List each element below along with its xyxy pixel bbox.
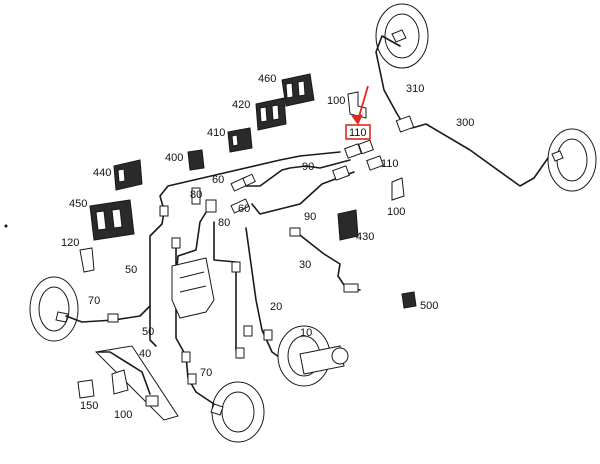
callout-90-lower: 90 (304, 211, 316, 223)
callout-460: 460 (258, 73, 276, 85)
wheel-left (29, 276, 79, 342)
callout-labels: 460 420 410 400 440 450 120 50 70 60 80 … (61, 73, 474, 421)
callout-440: 440 (93, 167, 111, 179)
callout-430: 430 (356, 231, 374, 243)
highlight-110 (345, 85, 371, 140)
callout-40: 40 (139, 348, 151, 360)
callout-30: 30 (299, 259, 311, 271)
callout-400: 400 (165, 152, 183, 164)
callout-420: 420 (232, 99, 250, 111)
brake-booster (277, 325, 349, 387)
callout-150: 150 (80, 400, 98, 412)
callout-120: 120 (61, 237, 79, 249)
callout-70-bottom: 70 (200, 367, 212, 379)
callout-50-lower: 50 (142, 326, 154, 338)
brake-lines (65, 35, 549, 421)
callout-410: 410 (207, 127, 225, 139)
wheel-right (547, 128, 597, 192)
callout-80-upper: 80 (190, 189, 202, 201)
callout-100-mid: 100 (387, 206, 405, 218)
callout-500: 500 (420, 300, 438, 312)
fittings (107, 115, 415, 407)
callout-60-upper: 60 (212, 174, 224, 186)
wheel-top-right (375, 3, 429, 69)
callout-310: 310 (406, 83, 424, 95)
callout-10: 10 (300, 327, 312, 339)
callout-60-lower: 60 (238, 203, 250, 215)
callout-450: 450 (69, 198, 87, 210)
bracket-parts (111, 91, 405, 395)
callout-20: 20 (270, 301, 282, 313)
callout-300: 300 (456, 117, 474, 129)
callout-70-left: 70 (88, 295, 100, 307)
clip-blocks (77, 73, 417, 399)
callout-80-lower: 80 (218, 217, 230, 229)
wheel-bottom (210, 381, 265, 443)
callout-50-upper: 50 (125, 264, 137, 276)
callout-90-upper: 90 (302, 161, 314, 173)
abs-unit (171, 257, 215, 319)
callout-110-highlighted: 110 (349, 127, 367, 139)
edge-dot (4, 224, 8, 228)
callout-110-lower: 110 (381, 158, 399, 170)
callout-100-bottom: 100 (114, 409, 132, 421)
callout-100-top: 100 (327, 95, 345, 107)
